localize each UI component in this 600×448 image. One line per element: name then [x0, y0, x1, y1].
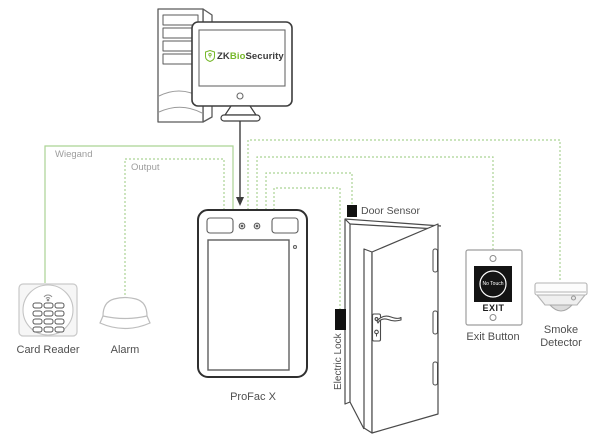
wire-output	[124, 158, 225, 302]
output-label: Output	[131, 162, 160, 173]
monitor	[191, 21, 293, 122]
screw-icon	[489, 314, 497, 321]
door-edge	[363, 248, 373, 434]
contactless-icon	[43, 294, 53, 302]
logo-text-bio: Bio	[229, 50, 246, 62]
profac-screen	[207, 239, 290, 371]
wire-smoke-detector	[247, 139, 561, 281]
alarm-label: Alarm	[110, 344, 140, 356]
door-panel	[371, 223, 439, 434]
wire-electric-lock	[273, 187, 341, 309]
camera-icon	[238, 222, 261, 230]
status-led-icon	[292, 244, 298, 250]
exit-button-device	[465, 249, 523, 326]
profac-x-device	[197, 209, 308, 378]
monitor-power-icon	[236, 92, 244, 100]
door	[344, 218, 442, 434]
server-arrow	[236, 121, 244, 206]
wire-door-sensor	[265, 172, 353, 210]
card-reader-device	[18, 283, 78, 337]
smoke-detector-label: Smoke Detector	[532, 324, 590, 350]
no-touch-ring-icon	[479, 270, 507, 298]
wire-wiegand	[44, 145, 234, 283]
speaker-grille-left	[206, 217, 234, 234]
screw-icon	[489, 255, 497, 262]
speaker-grille-right	[271, 217, 299, 234]
logo-text-security: Security	[245, 50, 284, 62]
alarm-device	[99, 296, 151, 330]
exit-button-label: Exit Button	[466, 331, 520, 343]
smoke-detector-label-line1: Smoke	[543, 324, 579, 336]
zkbiosecurity-logo: ZKBioSecurity	[205, 50, 284, 62]
door-sensor-label: Door Sensor	[361, 205, 420, 217]
detector-led-icon	[570, 295, 577, 301]
no-touch-text: No Touch	[482, 281, 504, 287]
logo-text-zk: ZK	[217, 50, 230, 62]
door-sensor-icon	[347, 205, 357, 217]
wiegand-label: Wiegand	[55, 149, 93, 160]
door-frame	[344, 218, 442, 430]
profac-x-label: ProFac X	[230, 391, 276, 403]
exit-text: EXIT	[482, 303, 505, 313]
card-reader-label: Card Reader	[16, 344, 80, 356]
smoke-detector-device	[534, 282, 588, 312]
electric-lock-label: Electric Lock	[333, 333, 344, 390]
door-hinge-icon	[432, 248, 438, 386]
smoke-detector-label-line2: Detector	[540, 337, 582, 349]
keypad	[32, 302, 65, 333]
shield-icon	[205, 50, 215, 62]
electric-lock-icon	[335, 309, 346, 330]
door-handle-icon	[371, 313, 402, 342]
